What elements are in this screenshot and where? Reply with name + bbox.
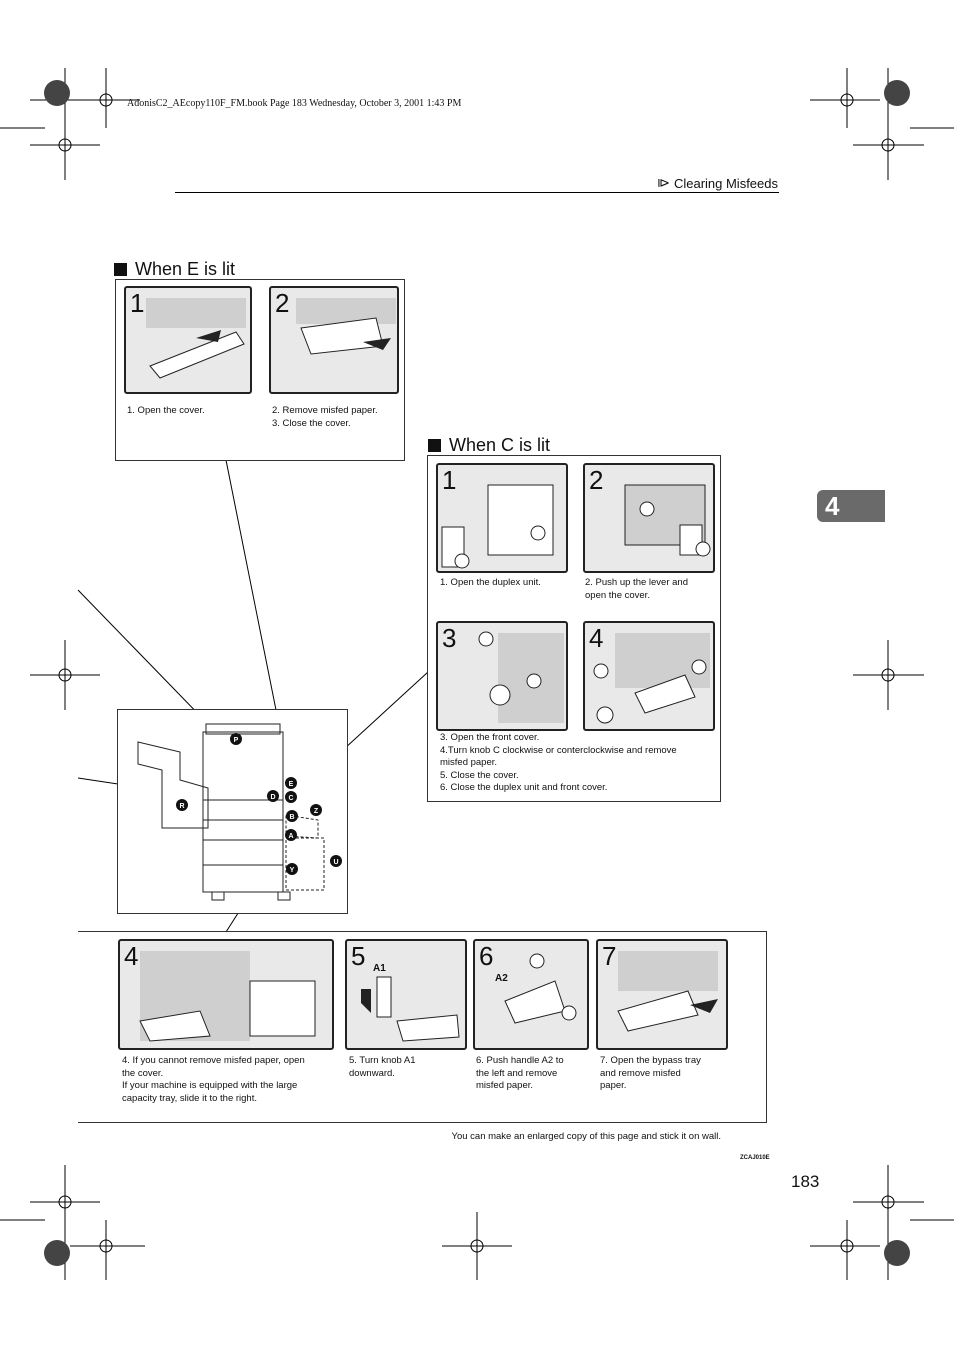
step-caption-bottom: 3. Open the front cover. 4.Turn knob C c… xyxy=(440,732,677,793)
running-head-text: Clearing Misfeeds xyxy=(673,175,778,191)
step-figure: 1 xyxy=(436,463,568,573)
step-figure: 7 xyxy=(596,939,728,1050)
step-caption: 1. Open the duplex unit. xyxy=(440,577,541,588)
when-e-box: 1 2 1. Open the cover. 2. Remove misfed … xyxy=(115,279,405,461)
step-number: 1 xyxy=(130,288,145,318)
file-header: AdonisC2_AEcopy110F_FM.book Page 183 Wed… xyxy=(127,98,462,109)
figure-code: ZCAJ010E xyxy=(740,1155,770,1161)
step-caption: 5. Turn knob A1 downward. xyxy=(349,1055,416,1079)
handle-label: A2 xyxy=(495,973,508,984)
step-figure: 6 A2 xyxy=(473,939,589,1050)
chapter-tab: 4 xyxy=(817,490,885,522)
step-number: 5 xyxy=(351,941,366,971)
square-bullet-icon xyxy=(428,439,441,452)
step-caption: 4. If you cannot remove misfed paper, op… xyxy=(122,1055,305,1104)
step-caption: 2. Remove misfed paper. 3. Close the cov… xyxy=(272,405,378,429)
step-number: 3 xyxy=(442,623,457,653)
square-bullet-icon xyxy=(114,263,127,276)
bottom-steps-box: 4 5 A1 6 A2 7 4. If you cannot remove mi… xyxy=(78,931,767,1123)
step-number: 4 xyxy=(589,623,604,653)
step-figure: 4 xyxy=(118,939,334,1050)
footer-note: You can make an enlarged copy of this pa… xyxy=(451,1131,721,1142)
step-number: 2 xyxy=(275,288,290,318)
section-title-when-e: When E is lit xyxy=(114,259,235,280)
machine-label: A xyxy=(288,833,293,840)
step-figure: 2 xyxy=(583,463,715,573)
step-caption: 2. Push up the lever and open the cover. xyxy=(585,577,688,601)
step-number: 2 xyxy=(589,465,604,495)
when-c-box: 1 2 1. Open the duplex unit. 2. Push up … xyxy=(427,455,721,802)
step-figure: 5 A1 xyxy=(345,939,467,1050)
knob-label: A1 xyxy=(373,963,386,974)
machine-label: D xyxy=(270,794,275,801)
step-number: 4 xyxy=(124,941,139,971)
step-figure: 4 xyxy=(583,621,715,731)
header-rule xyxy=(175,192,779,193)
step-caption: 1. Open the cover. xyxy=(127,405,205,416)
machine-diagram: P E D C R B Z A U Y xyxy=(117,709,348,914)
step-number: 7 xyxy=(602,941,617,971)
machine-label: R xyxy=(179,803,184,810)
step-number: 1 xyxy=(442,465,457,495)
machine-label: C xyxy=(288,795,293,802)
machine-label: P xyxy=(234,737,239,744)
step-figure: 3 xyxy=(436,621,568,731)
machine-label: U xyxy=(333,859,338,866)
running-head: ⧐ Clearing Misfeeds xyxy=(657,175,778,191)
machine-label: Y xyxy=(290,867,295,874)
step-caption: 7. Open the bypass tray and remove misfe… xyxy=(600,1055,701,1091)
step-caption: 6. Push handle A2 to the left and remove… xyxy=(476,1055,564,1091)
machine-label: B xyxy=(289,814,294,821)
machine-label: Z xyxy=(314,808,319,815)
step-figure: 1 xyxy=(124,286,252,394)
misfeed-icon: ⧐ xyxy=(656,175,670,190)
step-figure: 2 xyxy=(269,286,399,394)
section-title-when-c: When C is lit xyxy=(428,435,550,456)
page-number: 183 xyxy=(791,1172,820,1191)
step-number: 6 xyxy=(479,941,494,971)
machine-label: E xyxy=(289,781,294,788)
